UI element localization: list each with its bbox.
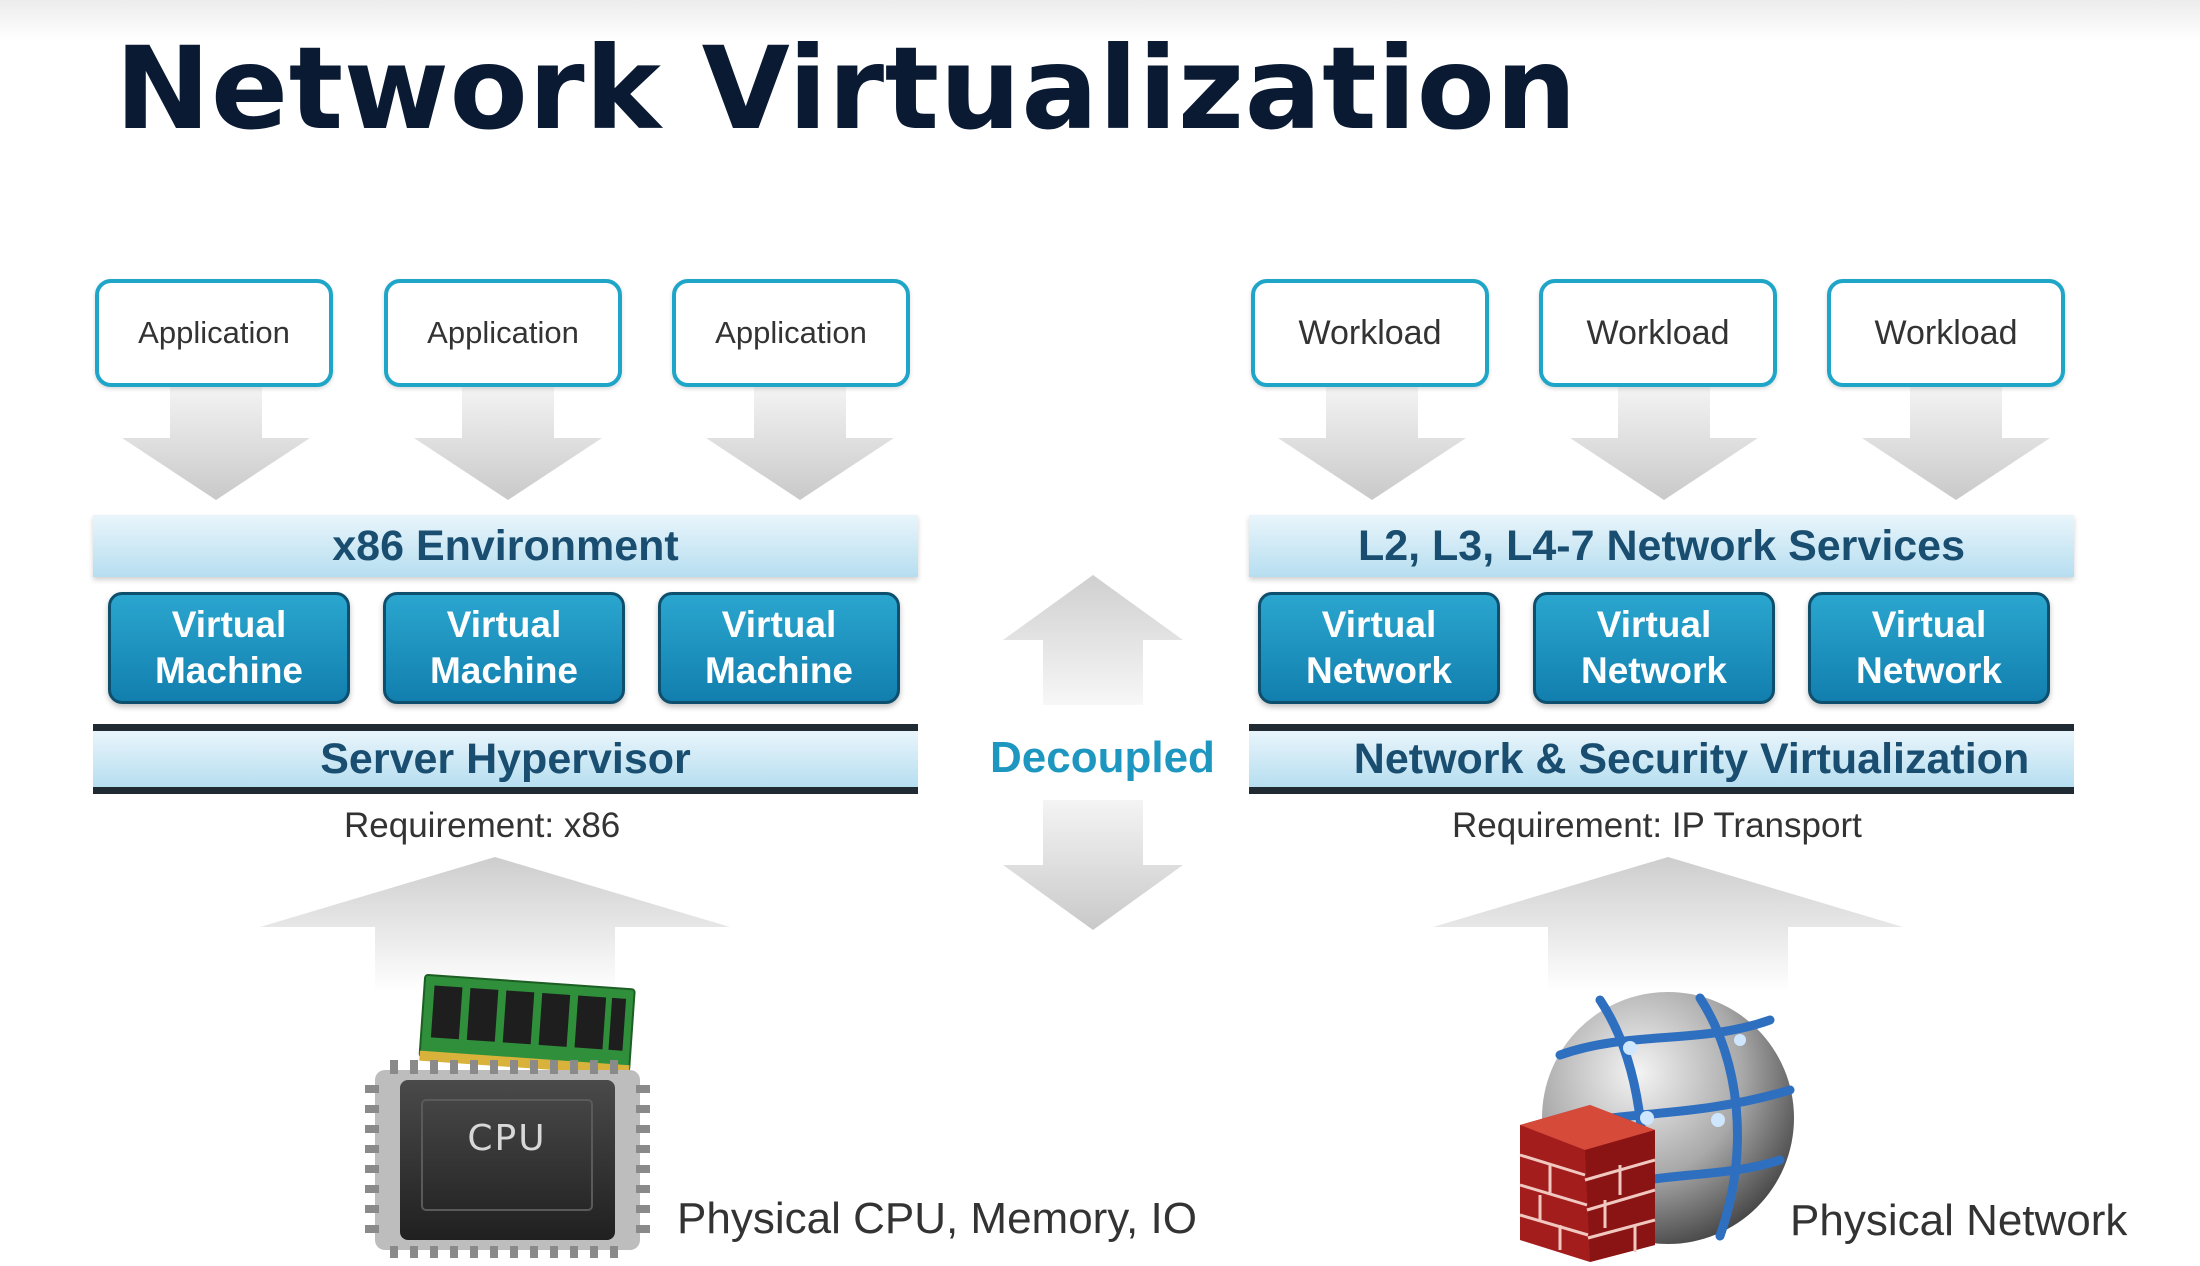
tile-line: Machine — [429, 650, 579, 691]
page-title: Network Virtualization — [115, 22, 1578, 155]
physical-network-caption: Physical Network — [1790, 1196, 2128, 1245]
up-arrow-icon — [1433, 857, 1903, 992]
tile-line: Network — [1856, 650, 2002, 691]
app-down-arrows — [122, 385, 894, 500]
tile-line: Virtual — [171, 604, 287, 645]
top-fade — [0, 0, 2200, 40]
x86-environment-band: x86 Environment — [93, 515, 918, 577]
down-arrow-icon — [1278, 385, 1466, 500]
down-arrow-icon — [414, 385, 602, 500]
physical-cpu-caption: Physical CPU, Memory, IO — [677, 1194, 1197, 1243]
tile-line: Virtual — [446, 604, 562, 645]
workload-down-arrows — [1278, 385, 2050, 500]
down-arrow-icon — [706, 385, 894, 500]
down-arrow-icon — [122, 385, 310, 500]
requirement-label: Requirement: x86 — [344, 806, 621, 845]
down-arrow-icon — [1862, 385, 2050, 500]
up-arrow-icon — [1003, 575, 1183, 705]
decoupled-label: Decoupled — [990, 733, 1215, 782]
down-arrow-icon — [1570, 385, 1758, 500]
memory-icon — [418, 973, 636, 1076]
requirement-label: Requirement: IP Transport — [1452, 806, 1862, 845]
network-security-virtualization-layer: Network & Security Virtualization — [1249, 724, 2074, 794]
application-box: Application — [95, 279, 333, 387]
tile-line: Network — [1581, 650, 1727, 691]
cpu-label: CPU — [467, 1118, 547, 1159]
tile-line: Virtual — [1871, 604, 1987, 645]
network-services-band: L2, L3, L4-7 Network Services — [1249, 515, 2074, 577]
tile-line: Machine — [704, 650, 854, 691]
tile-line: Virtual — [1596, 604, 1712, 645]
workload-box: Workload — [1251, 279, 1489, 387]
workload-box: Workload — [1827, 279, 2065, 387]
down-arrow-icon — [1003, 800, 1183, 930]
application-box: Application — [384, 279, 622, 387]
tile-line: Virtual — [1321, 604, 1437, 645]
tile-line: Machine — [154, 650, 304, 691]
workload-box: Workload — [1539, 279, 1777, 387]
tile-line: Virtual — [721, 604, 837, 645]
application-box: Application — [672, 279, 910, 387]
server-hypervisor-layer: Server Hypervisor — [93, 724, 918, 794]
up-arrow-icon — [260, 857, 730, 992]
firewall-icon — [1519, 1105, 1656, 1262]
tile-line: Network — [1306, 650, 1452, 691]
cpu-chip-icon — [365, 1060, 650, 1258]
